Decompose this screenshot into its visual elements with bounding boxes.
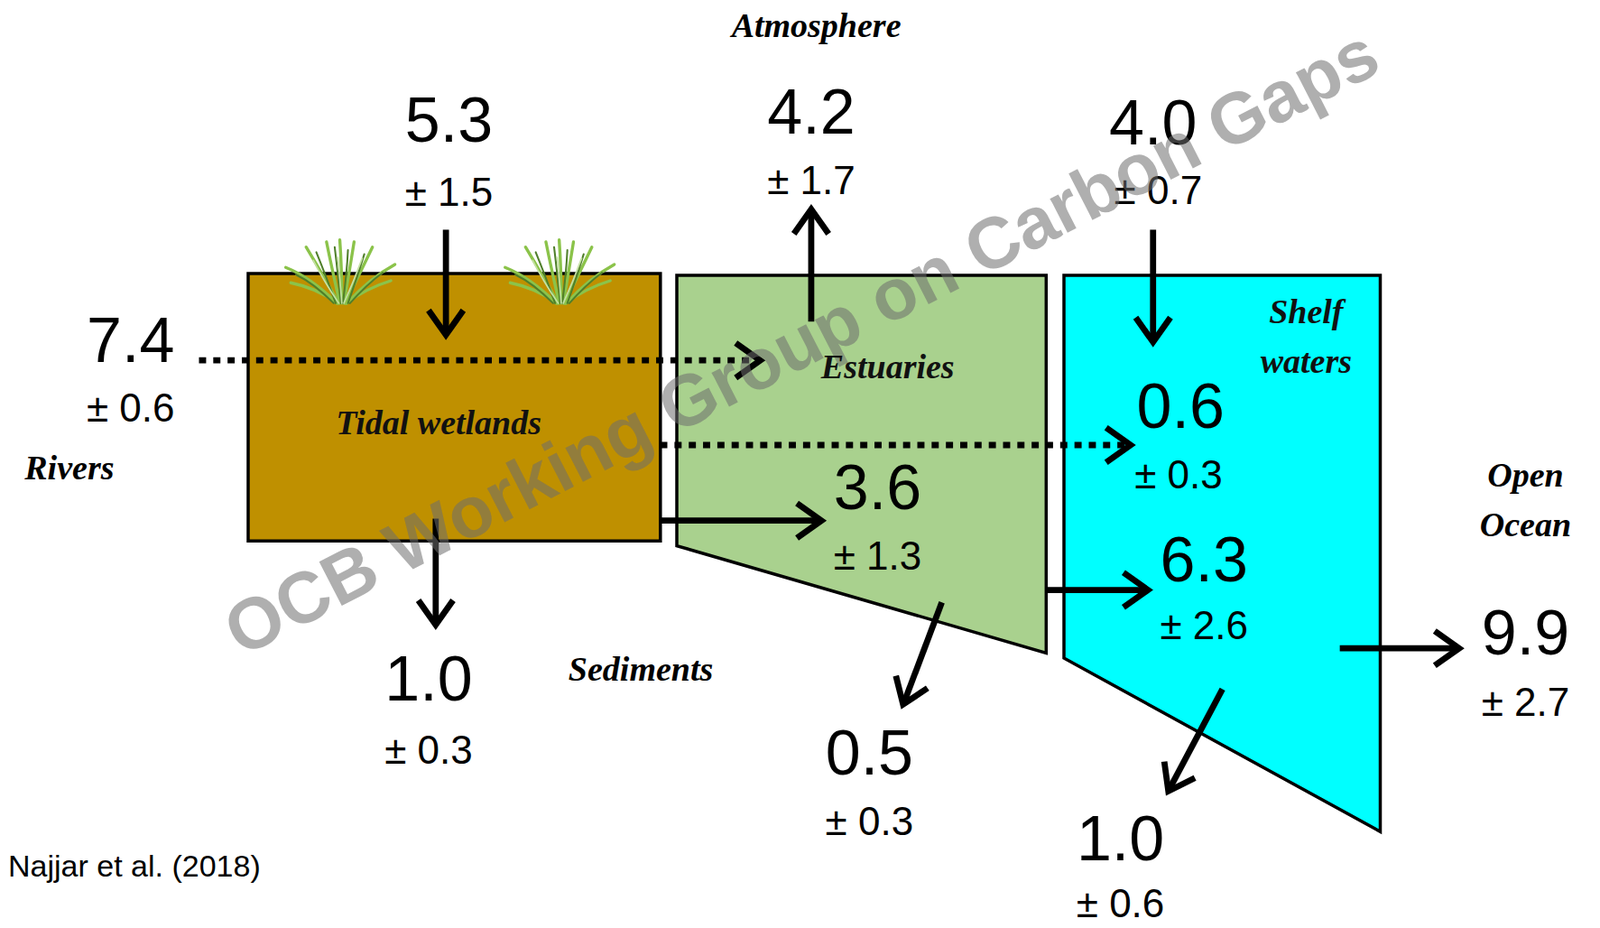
arrow-head <box>1164 761 1195 792</box>
flux-uncertainty: ± 1.3 <box>833 536 923 576</box>
flux-arrow <box>443 229 450 333</box>
flux-uncertainty: ± 1.5 <box>405 172 494 213</box>
arrow-head <box>1434 630 1460 666</box>
flux-arrow <box>904 601 943 703</box>
flux-uncertainty: ± 0.7 <box>1114 170 1203 211</box>
source-caption: Najjar et al. (2018) <box>8 850 261 881</box>
flux-connector <box>1045 572 1148 607</box>
flux-arrow <box>1149 229 1157 340</box>
node-title: Shelf waters <box>1260 286 1352 387</box>
arrow-head <box>896 675 928 705</box>
flux-uncertainty: ± 0.6 <box>86 388 176 428</box>
region-label: Open Ocean <box>1479 450 1572 550</box>
arrow-head <box>428 310 463 335</box>
connector-line <box>660 517 821 524</box>
flux-connector <box>660 502 823 537</box>
flux-value: 0.5 <box>825 721 914 785</box>
flux-uncertainty: ± 1.7 <box>767 160 856 201</box>
node-title: Estuaries <box>821 346 955 389</box>
region-label: Atmosphere <box>731 8 902 43</box>
region-label: Sediments <box>568 651 713 686</box>
flux-value: 4.0 <box>1109 91 1197 155</box>
node-fill <box>1063 275 1381 832</box>
flux-value: 0.6 <box>1137 374 1225 438</box>
flux-value: 5.3 <box>405 88 493 152</box>
flux-arrow <box>432 518 439 623</box>
flux-uncertainty: ± 0.3 <box>384 730 473 770</box>
flux-value: 7.4 <box>86 308 175 372</box>
connector-line <box>1045 586 1147 593</box>
flux-value: 4.2 <box>767 80 855 144</box>
flux-value: 1.0 <box>1076 806 1165 870</box>
arrow-head <box>1136 317 1171 343</box>
arrow-head <box>1123 572 1148 607</box>
connector-line <box>660 442 1129 449</box>
flux-value: 6.3 <box>1160 527 1249 592</box>
node-fill <box>248 273 661 541</box>
arrow-head <box>794 209 829 234</box>
river-flux-arrow <box>198 357 755 364</box>
flux-uncertainty: ± 0.6 <box>1076 883 1166 924</box>
region-label: Rivers <box>24 450 114 485</box>
flux-connector <box>660 427 1131 463</box>
arrow-head <box>735 342 760 378</box>
flux-value: 9.9 <box>1481 601 1570 665</box>
flux-arrow <box>808 211 815 322</box>
flux-uncertainty: ± 0.3 <box>825 801 915 842</box>
flux-uncertainty: ± 2.6 <box>1159 605 1249 646</box>
node-title: Tidal wetlands <box>335 402 542 444</box>
node-fill <box>676 275 1046 653</box>
arrow-head <box>796 502 822 537</box>
flux-arrow <box>1169 688 1223 789</box>
flux-value: 1.0 <box>384 647 472 711</box>
wetland-box: Tidal wetlands <box>248 273 661 541</box>
flux-uncertainty: ± 0.3 <box>1134 454 1223 495</box>
grass-tuft <box>286 240 396 304</box>
grass-tuft <box>505 240 615 304</box>
flux-uncertainty: ± 2.7 <box>1481 682 1571 722</box>
flux-value: 3.6 <box>833 455 922 519</box>
flux-arrow <box>1340 645 1458 652</box>
arrow-head <box>1106 427 1131 463</box>
arrow-head <box>418 600 454 625</box>
